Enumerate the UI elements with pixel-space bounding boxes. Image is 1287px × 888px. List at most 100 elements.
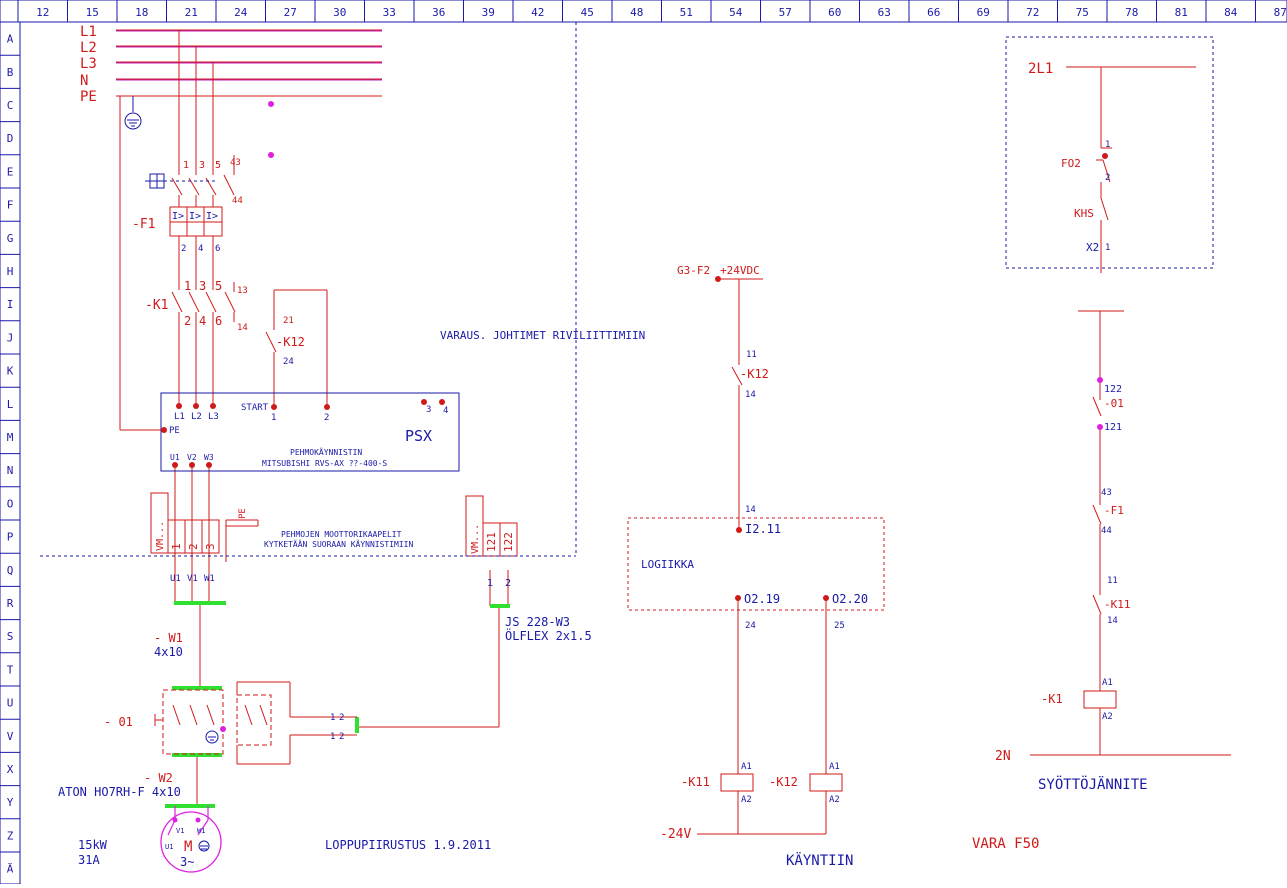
logic-source: G3-F2 bbox=[677, 264, 710, 277]
coil-k12-label: -K12 bbox=[769, 775, 798, 789]
row-label: D bbox=[7, 132, 14, 145]
psx-l3: L3 bbox=[208, 412, 219, 422]
row-label: U bbox=[7, 697, 14, 710]
terminal-dot bbox=[715, 276, 721, 282]
ctrl-11: 11 bbox=[1107, 576, 1118, 586]
f1-pin1: 1 bbox=[183, 160, 189, 171]
ctrl-f1: -F1 bbox=[1104, 504, 1124, 517]
junction-dot bbox=[220, 726, 226, 732]
minus-24v: -24V bbox=[660, 827, 691, 842]
breaker-f1 bbox=[169, 155, 235, 244]
cable-w2-type: ATON HO7RH-F 4x10 bbox=[58, 785, 181, 799]
row-label: G bbox=[7, 232, 14, 245]
earth-icon bbox=[205, 730, 219, 744]
ctrl-01: -01 bbox=[1104, 397, 1124, 410]
column-label: 72 bbox=[1026, 6, 1039, 19]
f1-pin2: 2 bbox=[181, 244, 186, 254]
row-label: C bbox=[7, 99, 14, 112]
f1-pin6: 6 bbox=[215, 244, 220, 254]
coil-k11-label: -K11 bbox=[681, 775, 710, 789]
cable-w1: - W1 bbox=[154, 631, 183, 645]
terminal-v1: V1 bbox=[187, 574, 198, 584]
psx-title: PEHMOKÄYNNISTIN bbox=[290, 447, 362, 457]
f1-pin4: 4 bbox=[198, 244, 203, 254]
column-label: 36 bbox=[432, 6, 445, 19]
junction-dot bbox=[1102, 153, 1108, 159]
row-label: M bbox=[7, 431, 14, 444]
switch-pin2b: 2 bbox=[339, 732, 344, 742]
row-label: Ä bbox=[7, 863, 14, 876]
k1-pin2: 2 bbox=[184, 314, 191, 328]
f1-label: -F1 bbox=[132, 217, 155, 232]
busbars bbox=[116, 29, 382, 97]
k1-pin3: 3 bbox=[199, 279, 206, 293]
terminal-vm: VM... bbox=[155, 521, 166, 551]
spare-label: VARA F50 bbox=[972, 836, 1039, 852]
column-label: 45 bbox=[581, 6, 594, 19]
terminal-out2: 2 bbox=[505, 578, 511, 589]
column-label: 12 bbox=[36, 6, 49, 19]
logic-box bbox=[627, 517, 885, 611]
column-label: 87 bbox=[1274, 6, 1287, 19]
switch-label: - 01 bbox=[104, 715, 133, 729]
switch-pin2: 2 bbox=[339, 713, 344, 723]
terminal-block-main bbox=[150, 492, 259, 562]
terminal-122: 122 bbox=[502, 532, 515, 552]
logic-out2: O2.20 bbox=[832, 592, 868, 606]
psx-start: START bbox=[241, 403, 269, 413]
ctrl-a1: A1 bbox=[1102, 678, 1113, 688]
junction-dot bbox=[1097, 424, 1103, 430]
psx-model: MITSUBISHI RVS-AX ??-400-S bbox=[262, 459, 387, 468]
fuse-khs: KHS bbox=[1074, 207, 1094, 220]
psx-box bbox=[160, 392, 460, 472]
trip-label: I> bbox=[206, 211, 218, 222]
row-label: Y bbox=[7, 796, 14, 809]
psx-l1: L1 bbox=[174, 412, 185, 422]
safety-switch bbox=[154, 681, 357, 765]
trip-label: I> bbox=[189, 211, 201, 222]
run-label: KÄYNTIIN bbox=[786, 851, 853, 869]
supply-2l1: 2L1 bbox=[1028, 61, 1053, 77]
psx-u1: U1 bbox=[170, 453, 180, 462]
column-label: 84 bbox=[1224, 6, 1238, 19]
k1-pin4: 4 bbox=[199, 314, 206, 328]
psx-name: PSX bbox=[405, 427, 432, 445]
row-label: F bbox=[7, 199, 14, 212]
column-label: 57 bbox=[779, 6, 792, 19]
row-label: V bbox=[7, 730, 14, 743]
ctrl-44: 44 bbox=[1101, 526, 1112, 536]
coil-k11-a2: A2 bbox=[741, 795, 752, 805]
cable-w1-size: 4x10 bbox=[154, 645, 183, 659]
logic-24vdc: +24VDC bbox=[720, 264, 760, 277]
reserve-frame bbox=[40, 22, 577, 557]
column-label: 27 bbox=[284, 6, 297, 19]
row-label: N bbox=[7, 464, 14, 477]
row-label: S bbox=[7, 630, 14, 643]
row-label: X bbox=[7, 763, 14, 776]
fuse-pin1: 1 bbox=[1105, 140, 1110, 150]
column-label: 21 bbox=[185, 6, 198, 19]
column-label: 60 bbox=[828, 6, 841, 19]
row-label: J bbox=[7, 331, 14, 344]
column-label: 42 bbox=[531, 6, 544, 19]
junction-dot bbox=[1097, 377, 1103, 383]
column-label: 81 bbox=[1175, 6, 1188, 19]
logic-k12-11: 11 bbox=[746, 350, 757, 360]
ctrl-a2: A2 bbox=[1102, 712, 1113, 722]
row-label: R bbox=[7, 597, 14, 610]
switch-pin1b: 1 bbox=[330, 732, 335, 742]
column-label: 24 bbox=[234, 6, 248, 19]
row-label: B bbox=[7, 66, 14, 79]
bus-l1-label: L1 bbox=[80, 24, 97, 40]
column-label: 75 bbox=[1076, 6, 1089, 19]
psx-terminals bbox=[161, 399, 445, 468]
row-label: I bbox=[7, 298, 14, 311]
column-label: 51 bbox=[680, 6, 693, 19]
supply-label: SYÖTTÖJÄNNITE bbox=[1038, 775, 1148, 793]
motor-current: 31A bbox=[78, 853, 100, 867]
row-label: T bbox=[7, 663, 14, 676]
